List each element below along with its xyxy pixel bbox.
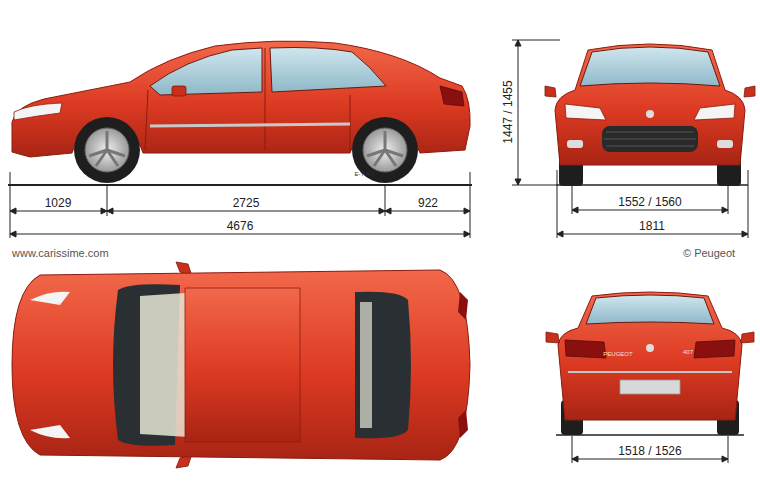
badge-text: 407 [683,349,693,356]
dimension-value: 922 [418,196,438,210]
dimension-value: 1029 [45,196,72,210]
rear-view [546,292,754,435]
copyright-note: © Peugeot [683,246,735,260]
dimension-value: 1518 / 1526 [618,444,681,458]
front-view [545,44,755,186]
dimension-lines [572,436,728,463]
dimension-value: 4676 [227,219,254,233]
badge-text: PEUGEOT [603,351,632,358]
dimension-lines [10,172,470,238]
dimension-value: 2725 [233,196,260,210]
watermark: www.carissime.com [12,246,109,260]
illustrator-mark: E-T-A-I [355,171,374,178]
dimension-value: 1447 / 1455 [501,80,515,143]
top-view [12,262,470,468]
dimension-value: 1811 [639,219,665,233]
dimension-lines [512,40,748,238]
dimension-value: 1552 / 1560 [618,195,681,209]
side-view [8,41,472,185]
